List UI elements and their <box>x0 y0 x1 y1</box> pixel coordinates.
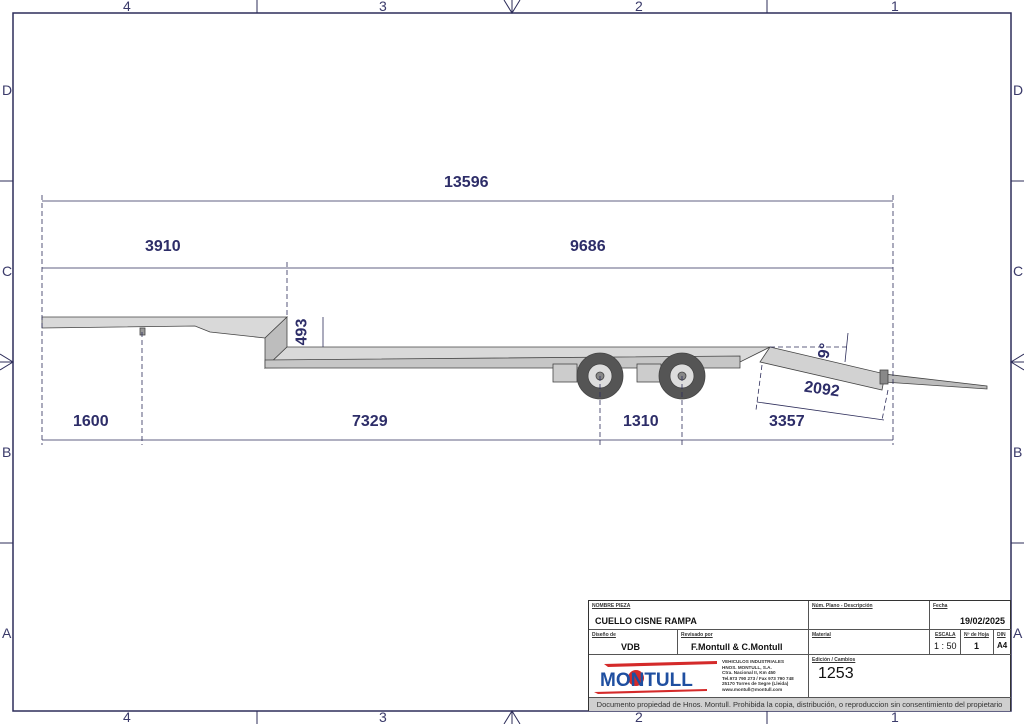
zone-column-2-top: 2 <box>635 0 643 14</box>
reviewed-label: Revisado por <box>681 632 713 638</box>
dimension-front-to-kingpin: 1600 <box>73 413 109 430</box>
part-name-cell: NOMBRE PIEZA CUELLO CISNE RAMPA <box>589 601 809 630</box>
montull-logo: MONTULL <box>594 661 717 694</box>
edition-cell: Edición / Cambios 1253 <box>809 655 1011 698</box>
zone-column-2-bottom: 2 <box>635 709 643 725</box>
company-address: VEHICULOS INDUSTRIALES HNOS. MONTULL, S.… <box>722 659 794 693</box>
centering-mark-right <box>1010 353 1024 371</box>
ownership-footer: Documento propiedad de Hnos. Montull. Pr… <box>589 698 1010 711</box>
zone-column-3-top: 3 <box>379 0 387 14</box>
company-line: HNOS. MONTULL, S.A. <box>722 664 772 670</box>
zone-row-c-left: C <box>2 263 13 279</box>
zone-row-d-right: D <box>1013 82 1024 98</box>
edition: 1253 <box>818 665 854 682</box>
dimension-ramp-angle: 9° <box>815 341 835 360</box>
centering-mark-top <box>503 0 521 14</box>
dimension-rear-overhang: 3357 <box>769 413 805 430</box>
dimension-gooseneck-length: 3910 <box>145 238 181 255</box>
dimension-gooseneck-height: 493 <box>293 318 311 346</box>
plan-cell: Núm. Plano - Descripción <box>809 601 930 630</box>
din-cell: DIN A4 <box>994 630 1011 655</box>
dimension-overall-length: 13596 <box>444 174 489 191</box>
edition-label: Edición / Cambios <box>812 657 856 663</box>
ramp <box>759 346 886 391</box>
trailer-drawing <box>41 316 988 400</box>
centering-mark-bottom <box>503 710 521 724</box>
dimension-axle-spacing: 1310 <box>623 413 659 430</box>
date-label: Fecha <box>933 603 948 609</box>
zone-row-a-left: A <box>2 625 12 641</box>
scale-cell: ESCALA 1 : 50 <box>930 630 961 655</box>
company-cell: MONTULL VEHICULOS INDUSTRIALES HNOS. MON… <box>589 655 809 698</box>
material-label: Material <box>812 632 831 638</box>
reviewed-cell: Revisado por F.Montull & C.Montull <box>678 630 809 655</box>
zone-row-a-right: A <box>1013 625 1023 641</box>
zone-column-1-bottom: 1 <box>891 709 899 725</box>
zone-column-4-bottom: 4 <box>123 709 131 725</box>
company-line: www.montull@montull.com <box>722 686 783 692</box>
company-line: Ctra. Nacional II, Km 450 <box>722 670 776 676</box>
zone-column-4-top: 4 <box>123 0 131 14</box>
sheet-label: Nº de Hoja <box>964 632 989 638</box>
part-name-label: NOMBRE PIEZA <box>592 603 631 609</box>
dimension-kingpin-to-axle: 7329 <box>352 413 388 430</box>
plan-label: Núm. Plano - Descripción <box>812 603 873 609</box>
zone-row-c-right: C <box>1013 263 1024 279</box>
centering-mark-left <box>0 353 14 371</box>
sheet-cell: Nº de Hoja 1 <box>961 630 994 655</box>
gooseneck <box>41 316 288 339</box>
part-name: CUELLO CISNE RAMPA <box>595 616 697 626</box>
ramp-extension <box>883 373 988 390</box>
zone-row-d-left: D <box>2 82 13 98</box>
material-cell: Material <box>809 630 930 655</box>
zone-column-3-bottom: 3 <box>379 709 387 725</box>
design-label: Diseño de <box>592 632 616 638</box>
dimension-lines <box>41 195 894 445</box>
logo-text: MONTULL <box>600 670 693 691</box>
date: 19/02/2025 <box>959 616 1005 626</box>
reviewed: F.Montull & C.Montull <box>691 642 783 652</box>
company-line: VEHICULOS INDUSTRIALES <box>722 659 785 664</box>
date-cell: Fecha 19/02/2025 <box>930 601 1011 630</box>
din-label: DIN <box>997 632 1006 638</box>
zone-row-b-right: B <box>1013 444 1023 460</box>
zone-row-b-left: B <box>2 444 12 460</box>
design-cell: Diseño de VDB <box>589 630 678 655</box>
scale-label: ESCALA <box>935 632 956 638</box>
scale: 1 : 50 <box>934 641 957 651</box>
dimension-deck-length: 9686 <box>570 238 606 255</box>
company-line: 25170 Torres de Segre (Lleida) <box>722 681 789 687</box>
design: VDB <box>621 642 641 652</box>
title-block: NOMBRE PIEZA CUELLO CISNE RAMPA Núm. Pla… <box>588 600 1011 711</box>
din: A4 <box>997 641 1008 650</box>
zone-column-1-top: 1 <box>891 0 899 14</box>
sheet: 1 <box>974 641 980 651</box>
company-line: Tel.973 790 273 / Fax 973 790 748 <box>722 675 794 681</box>
